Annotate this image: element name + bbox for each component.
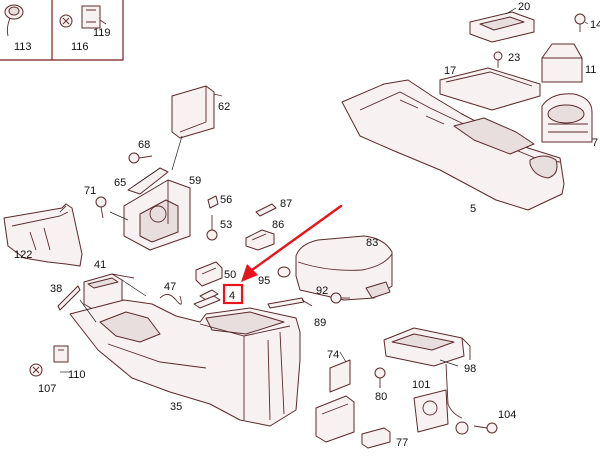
callout-77: 77 (396, 437, 408, 449)
part-79-cover (315, 395, 355, 443)
callout-83: 83 (366, 237, 378, 249)
callout-23: 23 (508, 52, 520, 64)
part-14-screw (574, 13, 586, 32)
part-62-bracket (171, 85, 223, 139)
callout-17: 17 (444, 65, 456, 77)
part-20-tray (469, 11, 535, 43)
part-101-holder (413, 363, 469, 435)
part-35-console (69, 299, 301, 427)
callout-74: 74 (327, 349, 339, 361)
part-113-grommet (4, 4, 24, 37)
part-4-button (193, 289, 221, 309)
part-38-strip (57, 285, 81, 311)
callout-35: 35 (170, 401, 182, 413)
callout-53: 53 (220, 219, 232, 231)
part-98-tray (383, 327, 471, 367)
callout-62: 62 (218, 101, 230, 113)
part-104-screw (473, 422, 498, 434)
part-122-side-trim (3, 203, 83, 267)
callout-65: 65 (114, 177, 126, 189)
highlight-marker (222, 204, 343, 305)
part-68-screw (128, 152, 153, 164)
callout-41: 41 (94, 259, 106, 271)
part-119-clip (81, 5, 107, 29)
part-74-panel (329, 359, 351, 393)
callout-87: 87 (280, 198, 292, 210)
callout-38: 38 (50, 283, 62, 295)
callout-101: 101 (412, 379, 430, 391)
part-7-cupholder (541, 93, 593, 143)
callout-92: 92 (316, 285, 328, 297)
callout-47: 47 (164, 281, 176, 293)
callout-119: 119 (93, 27, 111, 39)
callout-116: 116 (71, 41, 89, 53)
callout-68: 68 (138, 139, 150, 151)
callout-86: 86 (272, 219, 284, 231)
part-50-latch (195, 261, 223, 287)
callout-113: 113 (14, 41, 32, 53)
part-92-bolt (330, 292, 350, 304)
callout-89: 89 (314, 317, 326, 329)
part-47-hinge (159, 294, 182, 305)
leader-lines (59, 7, 589, 373)
part-116-screw (59, 14, 73, 28)
callout-20: 20 (518, 1, 530, 13)
part-23-screw (493, 51, 503, 68)
callout-5: 5 (470, 203, 476, 215)
part-80-screw (374, 367, 386, 388)
callout-71: 71 (84, 185, 96, 197)
callout-4: 4 (229, 290, 235, 302)
part-71-screw (95, 196, 107, 219)
callout-104: 104 (498, 409, 516, 421)
part-87-clip (255, 203, 277, 217)
callout-14: 14 (590, 19, 600, 31)
callout-80: 80 (375, 391, 387, 403)
part-11-cap (541, 43, 583, 83)
part-17-lid (439, 67, 541, 111)
callout-50: 50 (224, 269, 236, 281)
part-5-console (341, 79, 565, 211)
detail-frame (0, 0, 124, 61)
part-77-button (361, 427, 391, 449)
callout-56: 56 (220, 194, 232, 206)
part-110-clip (53, 345, 69, 363)
callout-110: 110 (68, 369, 86, 381)
callout-7: 7 (592, 137, 598, 149)
callout-95: 95 (258, 275, 270, 287)
part-86-switch (245, 229, 275, 251)
part-83-armrest (295, 235, 393, 301)
callout-98: 98 (464, 363, 476, 375)
callout-59: 59 (189, 175, 201, 187)
part-95-plug (277, 266, 291, 278)
callout-11: 11 (585, 64, 596, 76)
part-89-spring (267, 297, 313, 309)
callout-122: 122 (14, 249, 32, 261)
part-41-bin (83, 273, 135, 311)
callout-107: 107 (38, 383, 56, 395)
part-107-screw (29, 363, 43, 377)
part-53-screw (206, 215, 218, 241)
part-56-clip (207, 195, 219, 209)
part-59-box (123, 179, 191, 251)
